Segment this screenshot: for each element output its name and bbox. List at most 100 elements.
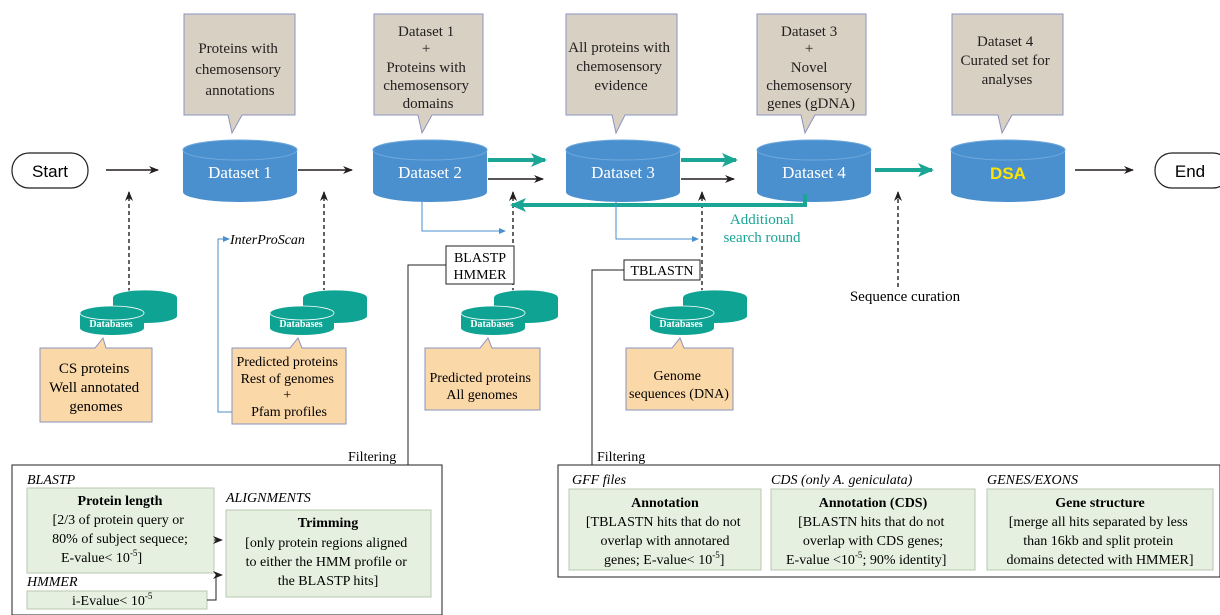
interproscan-label: InterProScan bbox=[229, 233, 305, 248]
annotation-cds-close: ; 90% identity] bbox=[862, 553, 946, 568]
filter-cds-label: CDS (only A. geniculata) bbox=[771, 473, 913, 488]
dataset-1-label: Dataset 1 bbox=[208, 163, 272, 182]
protein-length-line-2: 80% of subject sequece; bbox=[52, 532, 188, 547]
dataset-1-cylinder: Dataset 1 bbox=[182, 139, 298, 202]
svg-text:E-value <10-5; 90% identity]: E-value <10-5; 90% identity] bbox=[786, 550, 946, 568]
callout-4-line-3: Novel bbox=[791, 60, 828, 76]
protein-length-title: Protein length bbox=[78, 494, 163, 509]
db-note-2-line-3: + bbox=[283, 388, 291, 403]
filter-blastp-label: BLASTP bbox=[27, 473, 76, 488]
dataset-4-label: Dataset 4 bbox=[782, 163, 846, 182]
callout-4: Dataset 3 + Novel chemosensory genes (gD… bbox=[756, 13, 867, 135]
gene-structure-line-3: domains detected with HMMER] bbox=[1006, 553, 1193, 568]
callout-5-line-2: Curated set for bbox=[961, 53, 1050, 69]
svg-text:i-Evalue< 10-5: i-Evalue< 10-5 bbox=[72, 591, 153, 609]
dataset-3-cylinder: Dataset 3 bbox=[565, 139, 681, 202]
svg-text:[BLASTN hits that do not: [BLASTN hits that do not overlap with CD… bbox=[798, 515, 948, 549]
callout-3-line-1: All proteins with bbox=[568, 40, 670, 56]
db-note-4-line-1: Genome bbox=[654, 369, 701, 384]
filter-panel-left: BLASTP ALIGNMENTS Protein length [2/3 of… bbox=[11, 464, 443, 615]
blastp-label: BLASTP bbox=[454, 251, 506, 266]
databases-group-1: Databases bbox=[79, 289, 178, 335]
annotation-cds-box bbox=[770, 488, 976, 571]
protein-length-close: ] bbox=[137, 551, 142, 566]
db-note-4: Genome sequences (DNA) bbox=[625, 337, 734, 411]
protein-length-box bbox=[26, 487, 215, 574]
svg-text:E-value< 10-5]: E-value< 10-5] bbox=[61, 548, 142, 566]
filter-genes-label: GENES/EXONS bbox=[987, 473, 1078, 488]
filter-panel-right: GFF files CDS (only A. geniculata) GENES… bbox=[557, 464, 1220, 578]
svg-text:genes; E-value< 10-5]: genes; E-value< 10-5] bbox=[604, 550, 724, 568]
callout-4-line-1: Dataset 3 bbox=[781, 24, 837, 40]
thin-blue-connectors bbox=[217, 194, 699, 413]
annotation-close: ] bbox=[720, 553, 725, 568]
tblastn-box: TBLASTN bbox=[623, 259, 701, 281]
gene-structure-box bbox=[986, 488, 1214, 571]
gene-structure-line-2: than 16kb and split protein bbox=[1023, 534, 1173, 549]
databases-label-1: Databases bbox=[89, 319, 132, 330]
callout-4-line-4: chemosensory bbox=[766, 78, 852, 94]
svg-text:Dataset 3 + Novel: Dataset 3 + Novel chemosensory genes (gD… bbox=[766, 24, 856, 112]
svg-text:Dataset 1 + Protei: Dataset 1 + Proteins with chemosensory d… bbox=[383, 24, 473, 112]
callout-2-line-1: Dataset 1 bbox=[398, 24, 454, 40]
db-note-2: Predicted proteins Rest of genomes + Pfa… bbox=[231, 337, 347, 425]
databases-group-2: Databases bbox=[269, 289, 368, 335]
callout-1-line-3: annotations bbox=[205, 83, 274, 99]
callout-1-line-1: Proteins with bbox=[198, 41, 278, 57]
end-label: End bbox=[1175, 162, 1205, 181]
callout-4-line-2: + bbox=[805, 41, 813, 57]
protein-length-line-1: [2/3 of protein query or bbox=[53, 513, 185, 528]
annotation-box bbox=[568, 488, 762, 571]
hmmer-value: i-Evalue< 10 bbox=[72, 594, 145, 609]
filtering-connectors bbox=[407, 264, 624, 465]
annotation-exp: -5 bbox=[712, 550, 720, 560]
svg-text:[TBLASTN hits that do not: [TBLASTN hits that do not overlap with a… bbox=[586, 515, 744, 549]
annotation-cds-line-2: overlap with CDS genes; bbox=[803, 534, 943, 549]
filter-gff-label: GFF files bbox=[572, 473, 627, 488]
trimming-box bbox=[225, 509, 432, 598]
gene-structure-line-1: [merge all hits separated by less bbox=[1009, 515, 1188, 530]
end-node: End bbox=[1154, 152, 1220, 189]
start-label: Start bbox=[32, 162, 68, 181]
callout-2: Dataset 1 + Proteins with chemosensory d… bbox=[373, 13, 484, 135]
callout-3-line-2: chemosensory bbox=[576, 59, 662, 75]
callout-5: Dataset 4 Curated set for analyses bbox=[951, 13, 1064, 135]
protein-length-exp: -5 bbox=[130, 548, 138, 558]
additional-label-2: search round bbox=[723, 230, 801, 246]
main-flow-arrows bbox=[106, 153, 1134, 183]
svg-text:[merge all hits separated by l: [merge all hits separated by less than 1… bbox=[1006, 515, 1193, 568]
dsa-cylinder: DSA bbox=[950, 139, 1066, 202]
dataset-2-cylinder: Dataset 2 bbox=[372, 139, 488, 202]
db-note-3-line-1: Predicted proteins bbox=[430, 371, 531, 386]
trimming-title: Trimming bbox=[298, 516, 358, 531]
annotation-cds-line-1: [BLASTN hits that do not bbox=[798, 515, 944, 530]
filter-alignments-label: ALIGNMENTS bbox=[225, 491, 311, 506]
callout-3-line-3: evidence bbox=[594, 78, 648, 94]
dataset-2-label: Dataset 2 bbox=[398, 163, 462, 182]
db-note-2-line-1: Predicted proteins bbox=[237, 355, 338, 370]
svg-text:Predicted proteins All g: Predicted proteins All genomes bbox=[430, 371, 535, 403]
annotation-title: Annotation bbox=[631, 496, 699, 511]
annotation-cds-exp: -5 bbox=[855, 550, 863, 560]
svg-text:Genome sequences (DNA): Genome sequences (DNA) bbox=[629, 369, 729, 402]
db-note-2-line-2: Rest of genomes bbox=[241, 372, 334, 387]
dsa-label: DSA bbox=[990, 164, 1026, 183]
databases-label-2: Databases bbox=[279, 319, 322, 330]
callout-4-line-5: genes (gDNA) bbox=[767, 96, 855, 112]
svg-text:[2/3 of protein query or: [2/3 of protein query or 80% of subject … bbox=[52, 513, 188, 547]
trimming-line-1: [only protein regions aligned bbox=[245, 536, 407, 551]
sequence-curation-label: Sequence curation bbox=[850, 289, 961, 305]
svg-text:Predicted proteins Rest: Predicted proteins Rest of genomes + Pfa… bbox=[237, 355, 342, 420]
callout-2-line-4: chemosensory bbox=[383, 78, 469, 94]
db-note-4-line-2: sequences (DNA) bbox=[629, 387, 729, 402]
trimming-line-3: the BLASTP hits] bbox=[278, 574, 379, 589]
databases-group-3: Databases bbox=[460, 289, 559, 335]
trimming-line-2: to either the HMM profile or bbox=[246, 555, 408, 570]
db-note-2-line-4: Pfam profiles bbox=[251, 405, 327, 420]
filter-hmmer-label: HMMER bbox=[26, 575, 78, 590]
dataset-4-cylinder: Dataset 4 bbox=[756, 139, 872, 202]
svg-text:Proteins with chemosenso: Proteins with chemosensory annotations bbox=[195, 41, 285, 99]
additional-label-1: Additional bbox=[730, 212, 794, 228]
blastp-hmmer-box: BLASTP HMMER bbox=[445, 245, 515, 285]
